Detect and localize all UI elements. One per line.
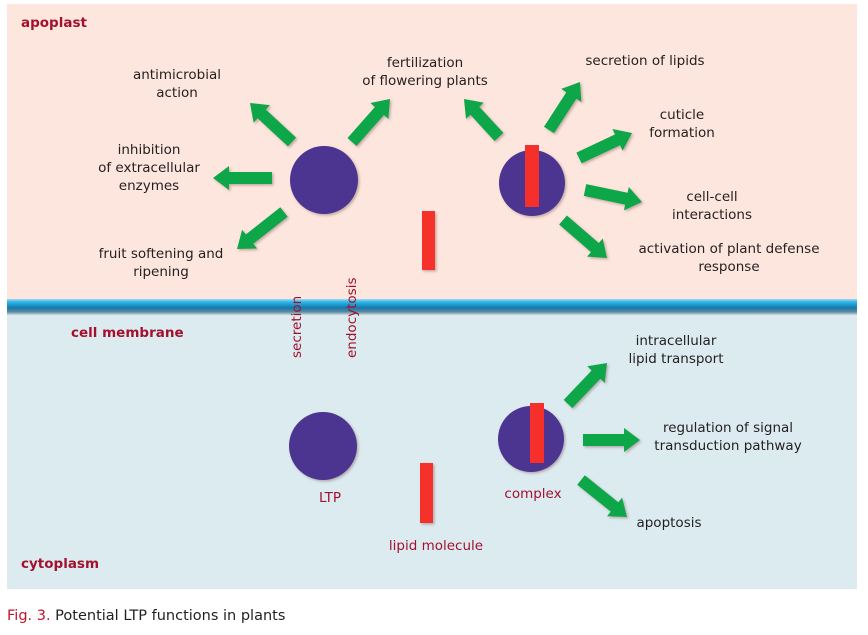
inhibition-enzymes-label-line: of extracellular: [98, 160, 200, 176]
plant-defense-label: activation of plant defense response: [638, 241, 819, 275]
lipid-molecule-cytoplasm: [420, 463, 433, 523]
cell-cell-interactions-label: cell-cell interactions: [672, 189, 752, 223]
ltp-protein-apoplast: [290, 146, 358, 214]
cuticle-formation-label: cuticle formation: [649, 107, 715, 141]
lipid-in-complex-apoplast: [525, 145, 539, 207]
ltp-label: LTP: [319, 490, 341, 506]
arrow-cuticle-icon: [576, 129, 632, 164]
lipid-transport-label-line: intracellular: [636, 333, 717, 349]
fertilization-label-line: of flowering plants: [362, 73, 488, 89]
arrow-apoptosis-icon: [577, 475, 627, 517]
ltp-protein-cytoplasm: [289, 412, 357, 480]
arrow-cell-cell-icon: [583, 184, 642, 211]
plant-defense-label-line: activation of plant defense: [638, 241, 819, 257]
function-arrows: [213, 82, 642, 517]
function-labels: antimicrobial action inhibition of extracel…: [98, 53, 819, 531]
arrow-fruit-softening-icon: [237, 207, 288, 249]
fertilization-label-line: fertilization: [387, 55, 463, 71]
cell-membrane-band: [7, 299, 857, 315]
arrow-fertilization-complex-icon: [464, 99, 504, 142]
cytoplasm-label: cytoplasm: [21, 556, 99, 572]
apoplast-label: apoplast: [21, 15, 87, 31]
fruit-softening-label-line: fruit softening and: [99, 246, 224, 262]
arrow-antimicrobial-icon: [250, 103, 297, 147]
signal-transduction-label-line: regulation of signal: [663, 420, 793, 436]
arrow-inhibition-icon: [213, 166, 272, 190]
cuticle-formation-label-line: cuticle: [660, 107, 705, 123]
endocytosis-label: endocytosis: [344, 278, 360, 358]
antimicrobial-action-label-line: antimicrobial: [133, 67, 221, 83]
fruit-softening-label-line: ripening: [133, 264, 189, 280]
arrow-signal-transduction-icon: [583, 428, 640, 452]
fertilization-label: fertilization of flowering plants: [362, 55, 488, 89]
figure-number: Fig. 3.: [7, 608, 51, 624]
cell-membrane-label: cell membrane: [71, 325, 184, 341]
apoptosis-label-line: apoptosis: [636, 515, 701, 531]
cuticle-formation-label-line: formation: [649, 125, 715, 141]
inhibition-enzymes-label-line: inhibition: [118, 142, 181, 158]
arrow-intracellular-transport-icon: [563, 363, 607, 409]
antimicrobial-action-label-line: action: [156, 85, 198, 101]
figure-caption: Fig. 3. Potential LTP functions in plant…: [7, 608, 285, 624]
plant-defense-label-line: response: [698, 259, 759, 275]
figure-caption-text: Potential LTP functions in plants: [50, 608, 286, 624]
apoptosis-label: apoptosis: [636, 515, 701, 531]
fruit-softening-label: fruit softening and ripening: [99, 246, 224, 280]
lipid-molecule-apoplast: [422, 211, 435, 270]
lipid-in-complex-cytoplasm: [530, 403, 544, 463]
cell-cell-interactions-label-line: cell-cell: [686, 189, 737, 205]
arrow-secretion-lipids-icon: [544, 82, 582, 134]
secretion-label: secretion: [289, 296, 305, 358]
secretion-lipids-label-line: secretion of lipids: [585, 53, 704, 69]
cell-cell-interactions-label-line: interactions: [672, 207, 752, 223]
inhibition-enzymes-label-line: enzymes: [119, 178, 179, 194]
signal-transduction-label-line: transduction pathway: [654, 438, 801, 454]
inhibition-enzymes-label: inhibition of extracellular enzymes: [98, 142, 200, 194]
arrow-fertilization-ltp-icon: [347, 99, 390, 146]
secretion-lipids-label: secretion of lipids: [585, 53, 704, 69]
arrow-defense-icon: [559, 215, 607, 258]
complex-label: complex: [504, 486, 561, 502]
lipid-transport-label-line: lipid transport: [628, 351, 723, 367]
lipid-molecule-label: lipid molecule: [389, 538, 483, 554]
signal-transduction-label: regulation of signal transduction pathway: [654, 420, 801, 454]
antimicrobial-action-label: antimicrobial action: [133, 67, 221, 101]
ltp-functions-diagram: apoplast cell membrane cytoplasm secreti…: [7, 4, 857, 589]
lipid-transport-label: intracellular lipid transport: [628, 333, 723, 367]
